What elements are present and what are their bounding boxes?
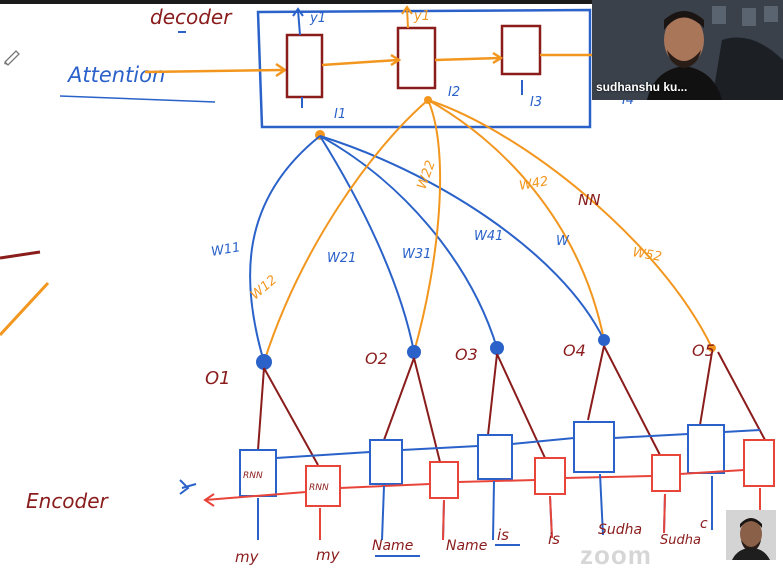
output-node-o1: [256, 354, 272, 370]
board-stroke: [263, 99, 429, 363]
board-stroke: [249, 135, 321, 363]
board-handwritten-text: W: [556, 234, 570, 249]
board-stroke: [427, 99, 605, 341]
pencil-icon: [4, 50, 20, 66]
board-stroke: [179, 479, 190, 495]
board-handwritten-text: NN: [578, 191, 600, 209]
board-handwritten-text: is: [497, 526, 509, 544]
self-video-thumbnail[interactable]: [726, 510, 776, 560]
encoder-label: Encoder: [26, 489, 110, 513]
board-stroke: [203, 493, 215, 507]
board-handwritten-text: RNN: [309, 483, 329, 493]
board-stroke: [181, 483, 197, 489]
board-handwritten-text: Name: [446, 538, 487, 554]
board-handwritten-text: O4: [563, 341, 586, 360]
board-handwritten-text: W11: [210, 240, 242, 260]
output-node-o3: [490, 341, 504, 355]
board-stroke: [319, 135, 415, 353]
board-handwritten-text: W21: [327, 251, 356, 266]
attention-arrow: [144, 68, 284, 74]
decoder-cell-3: [500, 24, 542, 76]
board-stroke: [204, 469, 745, 501]
board-handwritten-text: RNN: [243, 471, 263, 481]
board-handwritten-text: c: [700, 516, 708, 532]
backward-rnn-cell-2: [429, 461, 459, 499]
backward-rnn-cell-4: [651, 454, 681, 492]
board-handwritten-text: y1: [309, 11, 326, 26]
board-handwritten-text: O5: [692, 341, 715, 360]
board-stroke: [383, 357, 441, 463]
board-stroke: [699, 351, 766, 441]
backward-rnn-cell-5: [743, 439, 775, 487]
board-stroke: [275, 429, 761, 459]
board-stroke: [492, 51, 504, 65]
decoder-cell-2: [396, 26, 437, 90]
top-toolbar-strip: [0, 0, 592, 4]
board-stroke: [319, 135, 498, 349]
decoder-box: [256, 8, 592, 129]
board-handwritten-text: O2: [365, 349, 388, 368]
board-stroke: [587, 345, 661, 456]
participant-video-tile[interactable]: sudhanshu ku...: [592, 0, 783, 100]
board-stroke: [319, 488, 761, 541]
board-stroke: [297, 9, 301, 36]
board-handwritten-text: my: [235, 548, 260, 566]
forward-rnn-cell-2: [369, 439, 403, 485]
forward-rnn-cell-3: [477, 434, 513, 480]
board-handwritten-text: W41: [474, 229, 503, 244]
board-handwritten-text: Sudha: [660, 533, 701, 548]
board-handwritten-text: W52: [631, 245, 663, 265]
board-stroke: [406, 7, 409, 29]
board-stroke: [292, 7, 304, 17]
board-stroke: [321, 58, 399, 67]
board-handwritten-text: I2: [448, 85, 460, 100]
board-stroke: [427, 99, 713, 349]
board-handwritten-text: Name: [372, 538, 413, 554]
board-handwritten-text: is: [548, 530, 560, 548]
forward-rnn-cell-5: [687, 424, 725, 474]
board-stroke: [390, 53, 402, 67]
output-node-o5: [708, 344, 716, 352]
board-stroke: [275, 62, 288, 78]
board-stroke: [434, 56, 501, 62]
board-stroke: [59, 95, 216, 103]
backward-rnn-cell-3: [534, 457, 566, 495]
board-handwritten-text: W12: [248, 273, 280, 303]
attention-label: Attention: [66, 63, 165, 87]
board-handwritten-text: I1: [334, 107, 346, 122]
backward-rnn-cell-1: [305, 465, 341, 507]
board-handwritten-text: W31: [402, 247, 431, 262]
zoom-watermark: zoom: [580, 540, 652, 570]
forward-rnn-cell-4: [573, 421, 615, 473]
self-video-frame: [726, 510, 776, 560]
board-stroke: [401, 5, 413, 15]
board-handwritten-text: W42: [518, 174, 550, 194]
decoder-title: decoder: [150, 5, 233, 29]
decoder-cell-1: [285, 33, 324, 99]
board-handwritten-text: y1: [413, 9, 430, 24]
participant-video-frame: [592, 0, 783, 100]
board-stroke: [257, 367, 319, 466]
board-handwritten-text: O3: [455, 345, 478, 364]
board-handwritten-text: O1: [205, 368, 231, 389]
board-handwritten-text: Sudha: [598, 522, 642, 538]
output-node-o2: [407, 345, 421, 359]
participant-name-label: sudhanshu ku...: [596, 80, 688, 94]
board-handwritten-text: my: [316, 546, 341, 564]
output-node-o4: [598, 334, 610, 346]
board-stroke: [0, 281, 50, 337]
board-handwritten-text: I3: [530, 95, 542, 110]
board-stroke: [413, 99, 442, 353]
board-stroke: [0, 250, 41, 260]
board-stroke: [319, 135, 605, 341]
